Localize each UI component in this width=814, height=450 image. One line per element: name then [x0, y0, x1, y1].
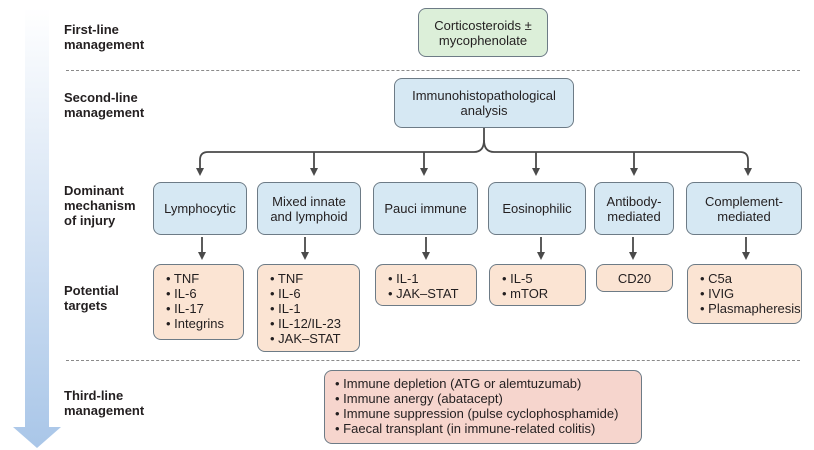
- target-item: • Integrins: [166, 316, 225, 331]
- targets-pauci: • IL-1 • JAK–STAT: [375, 264, 477, 306]
- mechanism-eosinophilic: Eosinophilic: [488, 182, 586, 235]
- second-line-label: Second-line management: [64, 90, 145, 120]
- mechanism-label: Eosinophilic: [502, 201, 572, 216]
- mechanism-complement: Complement- mediated: [686, 182, 802, 235]
- target-item: • IL-6: [270, 286, 301, 301]
- analysis-box: Immunohistopathological analysis: [394, 78, 574, 128]
- dominant-mechanism-label: Dominant mechanism of injury: [64, 183, 136, 228]
- target-item: • Plasmapheresis: [700, 301, 801, 316]
- target-item: • IL-1: [270, 301, 301, 316]
- target-item: • JAK–STAT: [270, 331, 341, 346]
- divider-third: [66, 360, 800, 361]
- progression-arrow: [13, 8, 61, 448]
- mechanism-label: Antibody- mediated: [606, 193, 662, 224]
- analysis-text: Immunohistopathological analysis: [412, 88, 556, 118]
- target-item: • mTOR: [502, 286, 549, 301]
- target-item: • JAK–STAT: [388, 286, 459, 301]
- target-item: CD20: [617, 270, 652, 286]
- mechanism-label: Mixed innate and lymphoid: [270, 193, 348, 224]
- third-line-item: • Faecal transplant (in immune-related c…: [335, 421, 596, 436]
- mechanism-label: Pauci immune: [384, 201, 467, 216]
- target-item: • IL-1: [388, 271, 419, 286]
- targets-complement: • C5a • IVIG • Plasmapheresis: [687, 264, 802, 324]
- target-item: • IVIG: [700, 286, 735, 301]
- third-line-label: Third-line management: [64, 388, 145, 418]
- target-item: • IL-12/IL-23: [270, 316, 342, 331]
- third-line-item: • Immune suppression (pulse cyclophospha…: [335, 406, 619, 421]
- mechanism-label: Lymphocytic: [164, 201, 236, 216]
- target-item: • C5a: [700, 271, 733, 286]
- target-item: • IL-6: [166, 286, 197, 301]
- first-line-text: Corticosteroids ± mycophenolate: [434, 17, 532, 48]
- target-item: • TNF: [166, 271, 200, 286]
- third-line-box: • Immune depletion (ATG or alemtuzumab) …: [324, 370, 642, 444]
- targets-mixed: • TNF • IL-6 • IL-1 • IL-12/IL-23 • JAK–…: [257, 264, 360, 352]
- targets-eosinophilic: • IL-5 • mTOR: [489, 264, 586, 306]
- third-line-item: • Immune anergy (abatacept): [335, 391, 503, 406]
- first-line-label: First-line management: [64, 22, 145, 52]
- third-line-item: • Immune depletion (ATG or alemtuzumab): [335, 376, 582, 391]
- mechanism-pauci: Pauci immune: [373, 182, 478, 235]
- target-item: • IL-17: [166, 301, 204, 316]
- mechanism-lymphocytic: Lymphocytic: [153, 182, 247, 235]
- mechanism-antibody: Antibody- mediated: [594, 182, 674, 235]
- mechanism-mixed: Mixed innate and lymphoid: [257, 182, 361, 235]
- first-line-box: Corticosteroids ± mycophenolate: [418, 8, 548, 57]
- mechanism-label: Complement- mediated: [704, 193, 784, 224]
- targets-lymphocytic: • TNF • IL-6 • IL-17 • Integrins: [153, 264, 244, 340]
- targets-antibody: CD20: [596, 264, 673, 292]
- target-item: • TNF: [270, 271, 304, 286]
- divider-first: [66, 70, 800, 71]
- potential-targets-label: Potential targets: [64, 283, 119, 313]
- target-item: • IL-5: [502, 271, 533, 286]
